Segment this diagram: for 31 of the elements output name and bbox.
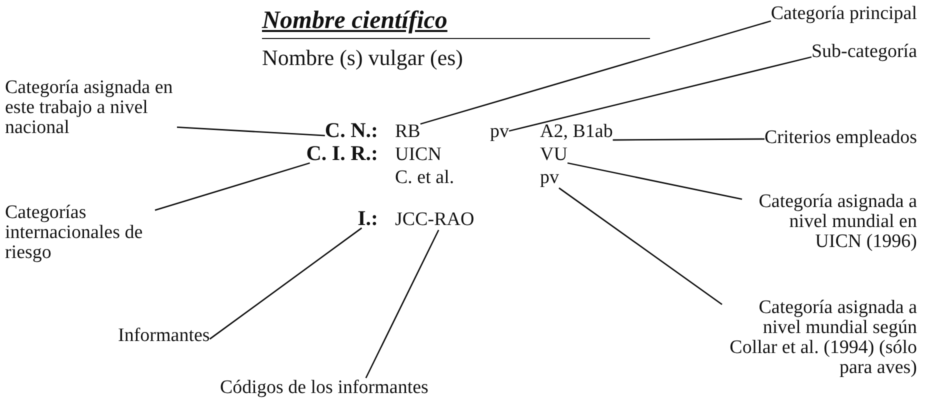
annotation-text: Categoría asignada a nivel mundial según Collar et al. (1994) (sólo para aves) [722,298,917,378]
scientific-name-heading: Nombre científico [262,6,448,36]
annotation-text: Criterios empleados [764,128,917,148]
annotation-text: Categoría principal [770,4,917,24]
field-value: C. et al. [395,168,454,188]
field-value: RB [395,122,420,142]
annotation-text: Informantes [118,326,210,346]
field-value: pv [540,168,559,188]
field-value: JCC-RAO [395,210,474,230]
common-name-text: Nombre (s) vulgar (es) [262,46,463,70]
leader-line [154,162,310,211]
field-value: UICN [395,145,442,165]
annotation-text: Categoría asignada en este trabajo a nivel nacional [5,78,177,138]
leader-line [420,20,772,125]
field-label: C. I. R.: [306,143,378,163]
field-value: pv [490,122,509,142]
annotation-text: Sub-categoría [811,42,917,62]
leader-line [567,162,742,200]
leader-line [558,187,722,305]
leader-line [176,126,325,136]
field-label: I.: [358,208,378,228]
field-value: VU [540,145,568,165]
field-label: C. N.: [324,120,378,140]
leader-line [365,230,440,378]
leader-line [508,56,812,132]
annotation-text: Categoría asignada a nivel mundial en UICN (1996) [742,192,917,252]
leader-line [612,138,764,141]
field-value: A2, B1ab [540,122,613,142]
annotation-text: Códigos de los informantes [220,378,428,398]
leader-line [209,227,362,340]
annotation-text: Categorías internacionales de riesgo [5,203,155,263]
